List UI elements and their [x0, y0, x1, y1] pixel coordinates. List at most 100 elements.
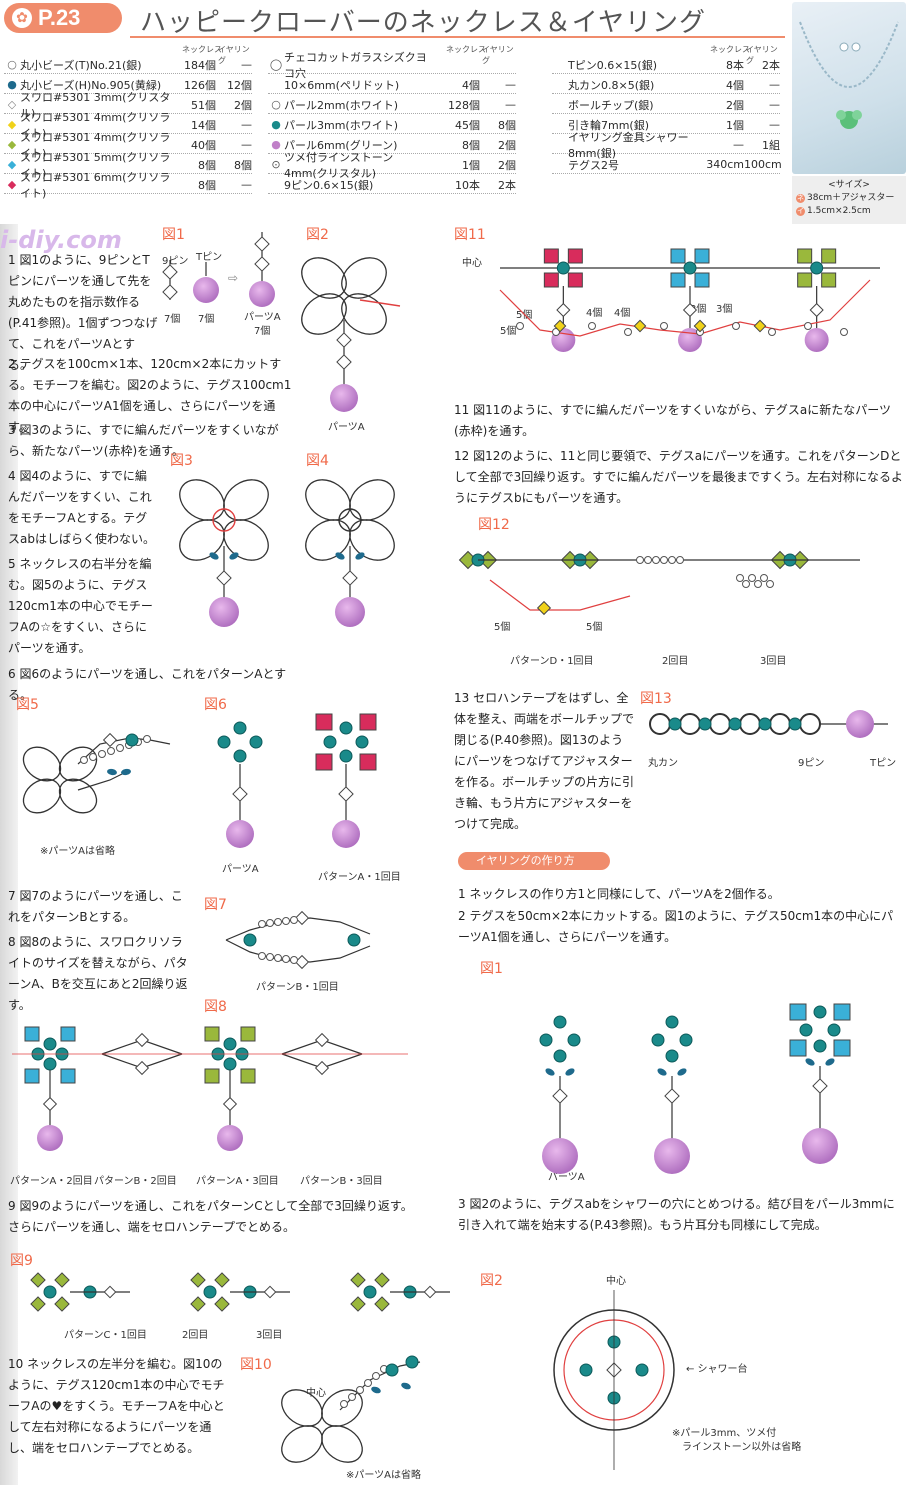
swarovski-bead	[163, 265, 177, 279]
pearl-3mm	[224, 1058, 236, 1070]
pearl-2mm	[108, 748, 115, 755]
swarovski-bead	[684, 304, 697, 317]
swarovski-bead	[754, 320, 765, 331]
pearl-6mm	[542, 1138, 578, 1174]
swarovski-square	[798, 249, 812, 263]
swarovski-square	[241, 1069, 255, 1083]
seed-bead	[824, 1057, 836, 1067]
seed-bead	[121, 768, 132, 776]
pearl-3mm	[540, 1034, 552, 1046]
pearl-3mm	[814, 1040, 826, 1052]
swarovski-square	[790, 1004, 806, 1020]
jump-ring	[770, 714, 790, 734]
pearl-3mm	[224, 1038, 236, 1050]
swarovski-square	[205, 1027, 219, 1041]
pearl-6mm	[335, 597, 365, 627]
pearl-6mm	[193, 277, 219, 303]
pearl-2mm	[283, 956, 290, 963]
swarovski-square	[25, 1027, 39, 1041]
pearl-3mm	[364, 1286, 376, 1298]
thread-loop	[315, 1418, 369, 1469]
pearl-2mm	[99, 751, 106, 758]
pearl-2mm	[291, 957, 298, 964]
pearl-2mm	[841, 329, 848, 336]
thread-loop	[334, 249, 394, 306]
thread-loop	[172, 511, 232, 568]
pearl-6mm	[217, 1125, 243, 1151]
jump-ring	[740, 714, 760, 734]
pearl-3mm	[356, 736, 368, 748]
pearl-3mm	[554, 1050, 566, 1062]
swarovski-square	[695, 273, 709, 287]
swarovski-bead	[343, 571, 357, 585]
pearl-3mm	[652, 1034, 664, 1046]
swarovski-bead	[424, 1286, 435, 1297]
pearl-3mm	[669, 718, 681, 730]
swarovski-square	[671, 249, 685, 263]
pearl-2mm	[349, 1394, 356, 1401]
thread-loop	[53, 772, 103, 820]
pearl-6mm	[226, 820, 254, 848]
pearl-3mm	[666, 1050, 678, 1062]
pearl-3mm	[348, 934, 360, 946]
pearl-3mm	[699, 718, 711, 730]
pearl-2mm	[267, 920, 274, 927]
swarovski-bead	[339, 787, 353, 801]
swarovski-bead	[55, 1273, 69, 1287]
thread-loop	[342, 511, 402, 568]
pearl-2mm	[669, 557, 676, 564]
pearl-6mm	[802, 1128, 838, 1164]
pearl-2mm	[805, 323, 812, 330]
jump-ring	[680, 714, 700, 734]
swarovski-bead	[337, 333, 351, 347]
swarovski-square	[360, 754, 376, 770]
pearl-3mm	[789, 718, 801, 730]
swarovski-square	[61, 1027, 75, 1041]
pearl-6mm	[37, 1125, 63, 1151]
swarovski-square	[671, 273, 685, 287]
swarovski-bead	[337, 355, 351, 369]
pearl-3mm	[44, 1286, 56, 1298]
swarovski-bead	[264, 1286, 275, 1297]
seed-bead	[564, 1067, 576, 1077]
swarovski-bead	[538, 602, 551, 615]
pearl-2mm	[517, 323, 524, 330]
swarovski-bead	[136, 1034, 149, 1047]
jump-ring	[710, 714, 730, 734]
pearl-3mm	[800, 1024, 812, 1036]
pearl-2mm	[341, 1401, 348, 1408]
seed-bead	[334, 551, 346, 561]
pearl-3mm	[244, 934, 256, 946]
swarovski-bead	[634, 320, 645, 331]
swarovski-bead	[215, 1273, 229, 1287]
swarovski-square	[316, 714, 332, 730]
pearl-2mm	[117, 745, 124, 752]
swarovski-bead	[104, 1286, 115, 1297]
seed-bead	[676, 1067, 688, 1077]
pearl-2mm	[637, 557, 644, 564]
pearl-2mm	[661, 323, 668, 330]
thread-loop	[216, 511, 276, 568]
pearl-2mm	[357, 1387, 364, 1394]
pearl-3mm	[666, 1016, 678, 1028]
pearl-3mm	[204, 1286, 216, 1298]
pearl-6mm	[805, 328, 829, 352]
swarovski-bead	[31, 1297, 45, 1311]
pearl-3mm	[218, 736, 230, 748]
pearl-3mm	[580, 1364, 592, 1376]
pearl-3mm	[126, 734, 138, 746]
seed-bead	[804, 1057, 816, 1067]
swarovski-square	[25, 1069, 39, 1083]
thread-line	[490, 580, 630, 610]
pearl-3mm	[44, 1038, 56, 1050]
pearl-3mm	[340, 750, 352, 762]
swarovski-square	[790, 1040, 806, 1056]
pearl-6mm	[846, 710, 874, 738]
arrow-icon: ⇨	[228, 271, 238, 285]
swarovski-square	[544, 249, 558, 263]
swarovski-bead	[813, 1079, 827, 1093]
swarovski-bead	[233, 787, 247, 801]
pearl-3mm	[828, 1024, 840, 1036]
seed-bead	[208, 551, 220, 561]
